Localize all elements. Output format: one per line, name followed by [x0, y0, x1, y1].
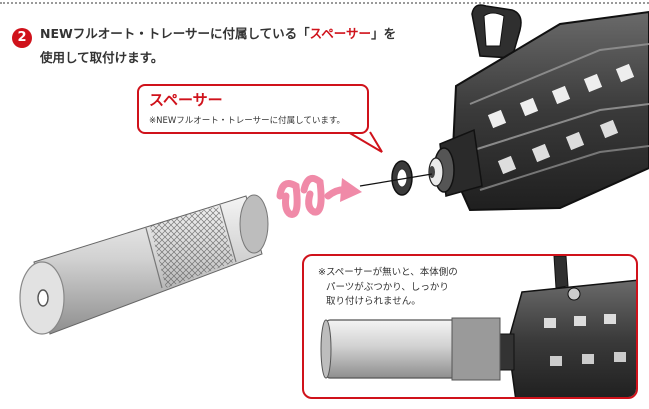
warning-line-3: 取り付けられません。 [326, 296, 421, 307]
rifle-front-illustration [428, 4, 649, 212]
rifle-closeup [493, 256, 636, 397]
spacer-highlight: スペーサー [309, 26, 372, 41]
warning-text: ※スペーサーが無いと、本体側の パーツがぶつかり、しっかり 取り付けられません。 [318, 266, 458, 310]
instruction-line-1: NEWフルオート・トレーサーに付属している「スペーサー」を [40, 22, 440, 46]
dotted-divider [0, 2, 649, 4]
alignment-line [359, 173, 433, 187]
step-number-badge: 2 [12, 28, 32, 48]
instruction-line-2: 使用して取付けます。 [40, 50, 164, 65]
silencer-closeup [320, 317, 501, 381]
warning-line-1: ※スペーサーが無いと、本体側の [318, 267, 458, 278]
warning-illustration [320, 256, 636, 397]
instruction-line-1-end: 」を [371, 26, 397, 41]
callout-pointer [347, 131, 383, 153]
tracer-silencer-illustration [19, 194, 269, 335]
spacer-ring [391, 160, 413, 196]
instruction-text: NEWフルオート・トレーサーに付属している「スペーサー」を 使用して取付けます。 [40, 22, 440, 70]
spacer-title: スペーサー [149, 91, 223, 109]
rotate-arrow-icon [276, 174, 362, 218]
spacer-callout: スペーサー ※NEWフルオート・トレーサーに付属しています。 [137, 84, 369, 134]
spacer-note: ※NEWフルオート・トレーサーに付属しています。 [149, 116, 345, 126]
warning-panel: ※スペーサーが無いと、本体側の パーツがぶつかり、しっかり 取り付けられません。 [302, 254, 638, 399]
warning-line-2: パーツがぶつかり、しっかり [326, 281, 449, 293]
instruction-line-1-start: NEWフルオート・トレーサーに付属している「 [40, 26, 310, 41]
